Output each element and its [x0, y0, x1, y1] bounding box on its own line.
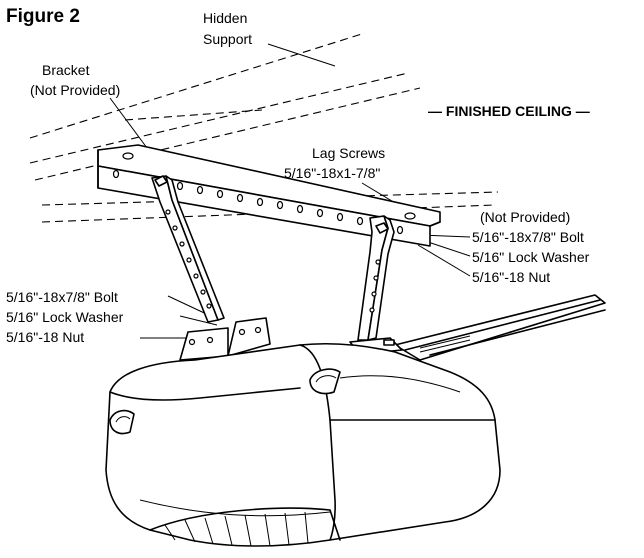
svg-text:5/16"-18 Nut: 5/16"-18 Nut	[6, 329, 84, 345]
opener-mounting-tabs	[179, 317, 403, 361]
svg-text:5/16" Lock Washer: 5/16" Lock Washer	[472, 249, 590, 265]
svg-text:Bracket: Bracket	[42, 62, 90, 78]
right-handle-recess	[309, 368, 341, 395]
svg-text:5/16" Lock Washer: 5/16" Lock Washer	[6, 309, 124, 325]
right-strap-bolt-head	[375, 222, 389, 234]
left-strap-bolt-head	[154, 175, 168, 187]
opener-rail	[394, 294, 606, 361]
right-hardware-label: (Not Provided) 5/16"-18x7/8" Bolt 5/16" …	[472, 209, 590, 285]
svg-text:5/16"-18x7/8" Bolt: 5/16"-18x7/8" Bolt	[472, 229, 584, 245]
figure-title: Figure 2	[6, 6, 80, 27]
bracket-label: Bracket (Not Provided)	[30, 62, 120, 98]
svg-text:5/16"-18 Nut: 5/16"-18 Nut	[472, 269, 550, 285]
lag-screws-label: Lag Screws 5/16"-18x1-7/8"	[284, 145, 385, 181]
hidden-support-label: Hidden Support	[203, 10, 252, 47]
svg-text:Support: Support	[203, 31, 252, 47]
opener-housing	[105, 342, 501, 547]
left-handle-recess	[109, 409, 135, 435]
svg-text:(Not Provided): (Not Provided)	[480, 209, 570, 225]
bracket-angle-iron	[97, 144, 441, 247]
svg-text:Lag Screws: Lag Screws	[312, 145, 385, 161]
svg-text:Hidden: Hidden	[203, 10, 247, 26]
left-hardware-label: 5/16"-18x7/8" Bolt 5/16" Lock Washer 5/1…	[6, 289, 124, 345]
svg-text:5/16"-18x1-7/8": 5/16"-18x1-7/8"	[284, 165, 380, 181]
finished-ceiling-label: — FINISHED CEILING —	[428, 103, 590, 119]
left-hanging-strap	[151, 175, 225, 323]
svg-text:(Not Provided): (Not Provided)	[30, 82, 120, 98]
svg-text:5/16"-18x7/8" Bolt: 5/16"-18x7/8" Bolt	[6, 289, 118, 305]
